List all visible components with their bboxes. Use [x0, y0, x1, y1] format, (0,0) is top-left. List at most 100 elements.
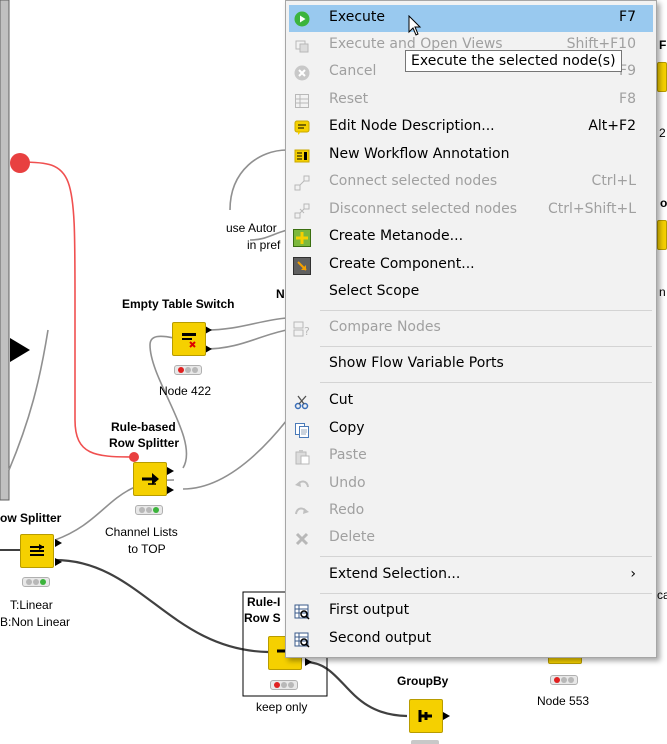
- menu-item-select-scope[interactable]: Select Scope: [329, 283, 420, 299]
- switch-icon: [173, 323, 205, 355]
- connection-line: [204, 317, 288, 331]
- menu-separator: [320, 556, 652, 557]
- splitter-icon: [134, 463, 166, 495]
- connection-line: [249, 229, 288, 241]
- menu-item-delete[interactable]: Delete: [289, 525, 653, 552]
- partial-annotation-text: use Autor: [226, 221, 277, 235]
- node-title: Rule-based: [111, 420, 176, 434]
- node-caption: Channel Lists: [105, 525, 178, 539]
- menu-separator: [320, 593, 652, 594]
- menu-item-cut[interactable]: Cut: [289, 388, 653, 415]
- node-title: ow Splitter: [0, 511, 62, 525]
- node-title: Empty Table Switch: [122, 297, 235, 311]
- connection-bendpoint: [10, 153, 30, 173]
- menu-item-create-metanode[interactable]: Create Metanode...: [289, 224, 653, 251]
- connection-line-dark: [304, 660, 408, 718]
- node-status-light: [22, 577, 50, 587]
- output-port-triangle: [10, 338, 30, 362]
- delete-icon: [293, 530, 311, 548]
- reset-icon: [293, 92, 311, 110]
- component-icon: [293, 257, 311, 275]
- metanode-icon: [293, 229, 311, 247]
- menu-item-edit-node-description[interactable]: Edit Node Description... Alt+F2: [289, 114, 653, 141]
- partial-node-caption: n: [659, 285, 666, 299]
- node-status-light: [174, 365, 202, 375]
- redo-icon: [293, 503, 311, 521]
- partial-node[interactable]: [657, 62, 667, 92]
- menu-item-extend-selection[interactable]: Extend Selection... ›: [329, 566, 636, 582]
- execute-open-views-icon: [293, 37, 311, 55]
- edit-description-icon: [293, 119, 311, 137]
- menu-item-execute-open-views[interactable]: Execute and Open Views Shift+F10: [289, 32, 653, 59]
- empty-table-switch-node[interactable]: [172, 322, 206, 356]
- menu-item-redo[interactable]: Redo: [289, 498, 653, 525]
- mouse-cursor-icon: [408, 15, 422, 36]
- menu-item-paste[interactable]: Paste: [289, 443, 653, 470]
- execute-icon: [293, 10, 311, 28]
- menu-item-first-output[interactable]: First output: [289, 598, 653, 625]
- row-splitter-node[interactable]: [20, 534, 54, 568]
- partial-node-title: F: [659, 38, 667, 52]
- node-caption: T:Linear: [10, 598, 53, 612]
- connection-line: [182, 419, 288, 490]
- menu-item-connect-selected-nodes[interactable]: Connect selected nodes Ctrl+L: [289, 169, 653, 196]
- node-title: Row Splitter: [109, 436, 180, 450]
- selected-connection-line: [19, 161, 134, 458]
- menu-item-execute[interactable]: Execute F7: [289, 5, 653, 32]
- menu-separator: [320, 310, 652, 311]
- menu-item-undo[interactable]: Undo: [289, 471, 653, 498]
- partial-node-caption: ca: [657, 588, 667, 602]
- connection-line: [149, 335, 188, 469]
- left-panel-edge: [0, 0, 10, 501]
- menu-item-second-output[interactable]: Second output: [289, 626, 653, 653]
- undo-icon: [293, 476, 311, 494]
- connection-endpoint: [129, 452, 139, 462]
- node-caption: to TOP: [128, 542, 166, 556]
- menu-item-compare-nodes[interactable]: ? Compare Nodes: [289, 315, 653, 342]
- rule-based-row-splitter-node[interactable]: [133, 462, 167, 496]
- scissors-icon: [293, 393, 311, 411]
- node-caption: B:Non Linear: [0, 615, 71, 629]
- menu-item-copy[interactable]: Copy: [289, 416, 653, 443]
- connection-line-dark: [54, 558, 269, 654]
- partial-node-caption: 2: [659, 126, 666, 140]
- connection-line: [229, 149, 288, 211]
- node-title: GroupBy: [397, 674, 449, 688]
- partial-annotation-text: in pref: [247, 238, 281, 252]
- menu-item-create-component[interactable]: Create Component...: [289, 252, 653, 279]
- connection-line: [204, 329, 288, 350]
- node-title: Rule-I: [247, 595, 281, 609]
- partial-node-title: o: [660, 196, 667, 210]
- connection-line: [8, 329, 49, 471]
- menu-item-cancel[interactable]: Cancel F9: [289, 59, 653, 86]
- cancel-icon: [293, 64, 311, 82]
- splitter-icon: [21, 535, 53, 567]
- groupby-node[interactable]: [409, 699, 443, 733]
- node-caption: Node 553: [537, 694, 590, 708]
- compare-icon: ?: [293, 320, 311, 338]
- menu-separator: [320, 346, 652, 347]
- node-status-light: [270, 680, 298, 690]
- menu-item-new-workflow-annotation[interactable]: New Workflow Annotation: [289, 142, 653, 169]
- node-status-light: [135, 505, 163, 515]
- table-view-icon: [293, 631, 311, 649]
- menu-item-disconnect-selected-nodes[interactable]: Disconnect selected nodes Ctrl+Shift+L: [289, 197, 653, 224]
- node-caption: keep only: [256, 700, 308, 714]
- partial-node[interactable]: [657, 220, 667, 250]
- menu-item-reset[interactable]: Reset F8: [289, 87, 653, 114]
- node-status-light: [550, 675, 578, 685]
- menu-item-show-flow-variable-ports[interactable]: Show Flow Variable Ports: [329, 355, 504, 371]
- tooltip: Execute the selected node(s): [405, 50, 622, 72]
- submenu-arrow-icon: ›: [630, 566, 636, 582]
- context-menu: Execute F7 Execute and Open Views Shift+…: [285, 0, 657, 658]
- node-title: Row S: [244, 611, 281, 625]
- connect-icon: [293, 174, 311, 192]
- node-caption: Node 422: [159, 384, 212, 398]
- paste-icon: [293, 448, 311, 466]
- annotation-icon: [293, 147, 311, 165]
- menu-separator: [320, 382, 652, 383]
- partial-node-title: N: [276, 287, 285, 301]
- node-status-light: [411, 740, 439, 744]
